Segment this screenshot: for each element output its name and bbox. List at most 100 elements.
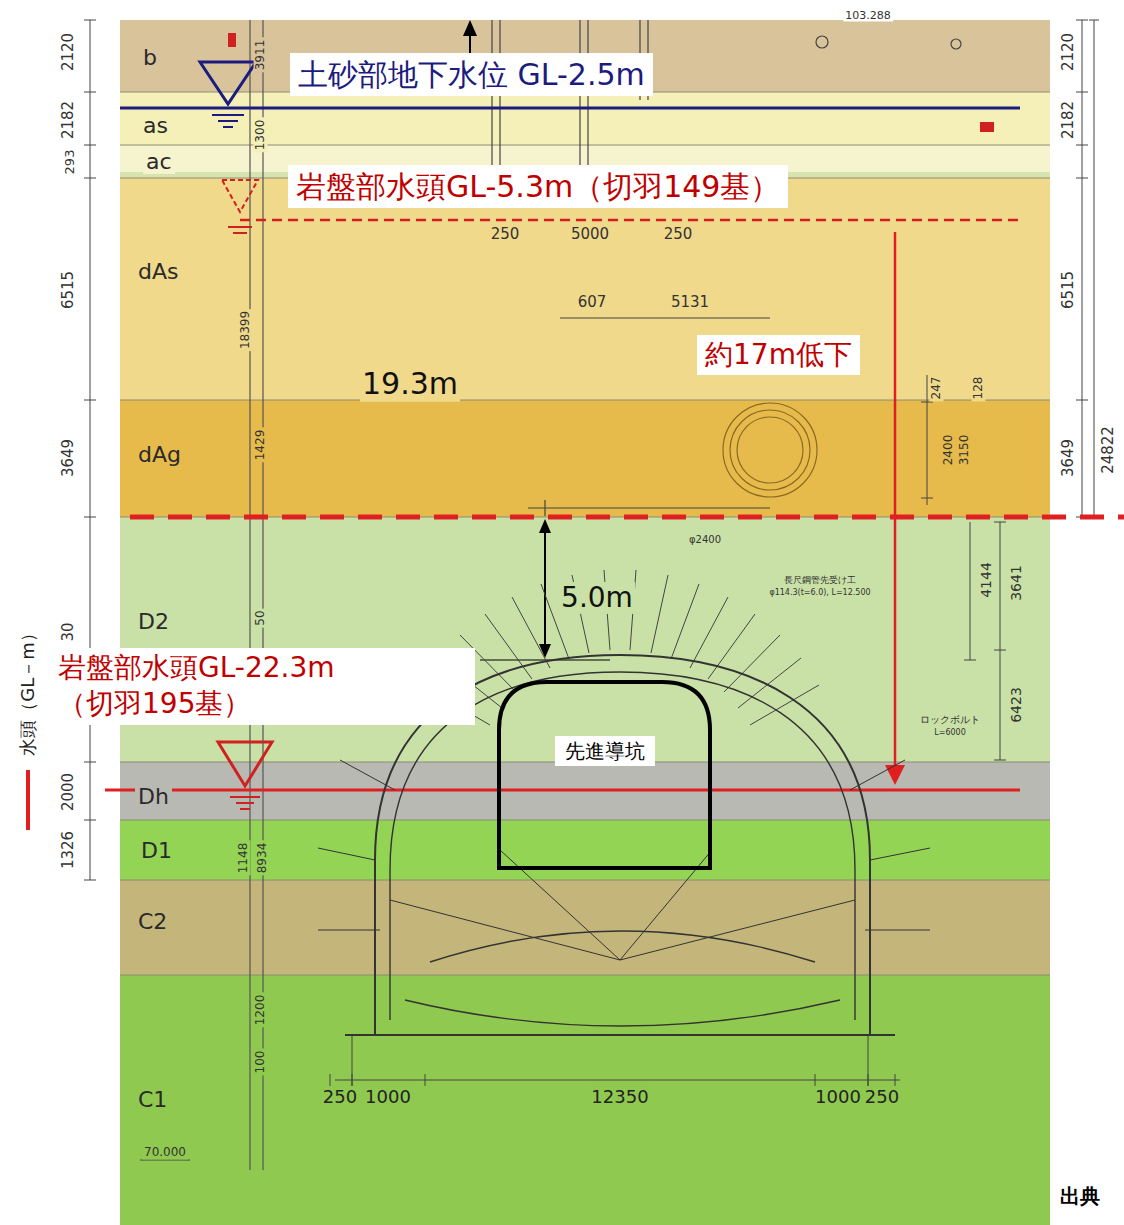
layer-label-anchor: Dh [135,785,172,809]
surface-structure [951,39,961,49]
rock-layer-band: C2 [120,880,1050,975]
layer-name: as [140,113,171,138]
dimension-line [84,92,96,93]
label-anchor: 8934 [251,841,270,876]
label-anchor: 1429 [249,428,268,463]
strata-boundary [120,880,1050,881]
label-anchor: 250 [489,224,522,243]
layer-name: dAg [135,442,184,467]
groundwater-line [240,808,250,810]
label-anchor: φ2400 [687,528,723,547]
layer-label-anchor: dAs [135,260,181,284]
groundwater-line [120,107,1020,110]
layer-label-anchor: D1 [138,839,175,863]
tunnel-outline [318,848,375,860]
dimension-number: 18399 [239,309,253,351]
tunnel-outline [865,930,930,931]
pilot-tunnel: 先進導坑 [497,680,712,870]
label-anchor: 5000 [569,224,611,243]
red-marker [228,33,994,132]
label-anchor: 1326 [58,829,77,871]
label-anchor: 2000 [58,771,77,813]
dimension-line [994,760,1006,761]
label-anchor: 2182 [1058,99,1077,141]
dimension-number: 4144 [978,560,994,600]
groundwater-line [228,226,252,228]
dimension-number: 3911 [254,38,268,73]
depth-arrow [539,519,551,533]
dimension-line [994,522,1006,523]
surface-structure [499,20,500,180]
label-anchor: 100 [249,1049,268,1076]
callout-text: 岩盤部水頭GL-22.3m （切羽195基） [58,651,335,720]
dimension-line [1076,178,1088,179]
drawing-note: 長尺鋼管先受け工 [782,575,858,585]
drawing-note: 出典 [1058,1185,1102,1208]
drawing-note: 103.288 [843,9,893,22]
drawing-note: 250 [863,1087,901,1108]
red-marker [228,33,236,47]
drawing-note: 1000 [813,1087,863,1108]
dimension-number: 2000 [60,771,77,813]
label-anchor: 2120 [1058,31,1077,73]
strata-boundary [120,92,1050,975]
dimension-number: 1429 [254,428,268,463]
layer-name: b [140,45,160,70]
pilot-tunnel-outline [497,680,712,870]
dimension-line [84,145,96,146]
label-anchor: 4144 [976,560,995,600]
surface-structure [816,36,828,48]
groundwater-line [212,114,244,116]
dimension-line [927,375,928,505]
layer-label-anchor: ac [143,150,175,174]
strata-boundary [120,820,1050,821]
label-anchor: 19.3m [360,367,460,402]
dimension-number: 247 [930,375,944,402]
dimension-line [868,1035,869,1086]
label-anchor: 24822 [1098,424,1117,476]
label-anchor: 250 [863,1087,901,1108]
dimension-number: 6515 [1060,269,1077,311]
dimension-line [921,498,933,499]
dimension-line [921,402,933,403]
dimension-line [895,1074,896,1086]
groundwater-line [218,120,238,122]
forepoling-fan [750,685,819,725]
label-anchor: 18399 [234,309,253,351]
dimension-number: 1148 [237,841,251,876]
legend-label-anchor: 水頭（GL－m） [18,624,39,756]
surface-structure [587,20,588,180]
forepoling-fan [485,614,532,679]
tunnel-outline [318,930,380,931]
dimension-line [1076,20,1088,21]
dimension-number: 2182 [60,99,77,141]
dimension-number: 3649 [1060,437,1077,479]
dimension-number: 2400 [942,433,956,468]
tunnel-outline [620,900,855,960]
groundwater-line [885,765,905,785]
label-anchor: 607 [576,292,609,311]
dimension-number: 6423 [1008,685,1024,725]
layer-name: D1 [138,838,175,863]
tunnel-outline [850,760,905,790]
layer-name: D2 [135,609,172,634]
label-anchor: 50 [249,608,268,627]
strata-fill [120,178,1050,400]
dimension-number: 100 [254,1049,268,1076]
label-anchor: 250 [662,224,695,243]
sand-layer-band: dAs約17m低下 [120,178,1050,400]
label-anchor: 1000 [813,1087,863,1108]
forepoling-fan [671,584,699,659]
dimension-line [90,20,91,880]
surface-structure [463,20,477,36]
surface-structure [723,403,817,497]
groundwater-line [218,742,272,786]
layer-label-anchor: b [140,46,160,70]
groundwater-line [233,232,247,234]
groundwater-callout: 土砂部地下水位 GL-2.5m [290,53,653,96]
surface-structure [491,20,492,180]
label-anchor: 247 [925,375,944,402]
dimension-line [1076,145,1088,146]
rock-layer-band: Dh [120,762,1050,820]
